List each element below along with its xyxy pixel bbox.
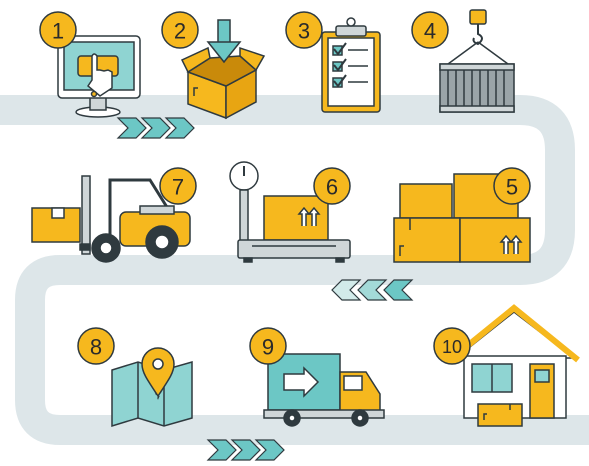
packing-box-icon (180, 19, 266, 120)
svg-text:6: 6 (326, 175, 338, 200)
map-location-icon (111, 347, 193, 428)
svg-text:1: 1 (52, 19, 64, 44)
online-order-icon (57, 35, 141, 118)
svg-text:10: 10 (442, 337, 462, 357)
step-badge: 6 (313, 167, 351, 205)
delivery-truck-icon (263, 353, 385, 427)
forklift-icon (31, 175, 191, 263)
svg-text:2: 2 (174, 19, 186, 44)
shipping-container-crane-icon (439, 9, 515, 113)
svg-text:3: 3 (298, 19, 310, 44)
svg-text:4: 4 (424, 19, 436, 44)
direction-arrows-left-middle (331, 279, 414, 301)
svg-text:7: 7 (172, 175, 184, 200)
step-badge: 7 (159, 167, 197, 205)
step-badge: 10 (433, 327, 471, 365)
step-badge: 2 (161, 11, 199, 49)
step-badge: 9 (249, 327, 287, 365)
svg-text:8: 8 (90, 335, 102, 360)
svg-text:5: 5 (506, 175, 518, 200)
direction-arrows-right-bottom (206, 439, 285, 461)
step-badge: 8 (77, 327, 115, 365)
road-path (0, 95, 589, 445)
direction-arrows-right-top (116, 117, 195, 139)
step-badge: 1 (39, 11, 77, 49)
weighing-scale-icon (229, 161, 351, 263)
step-badge: 5 (493, 167, 531, 205)
step-badge: 4 (411, 11, 449, 49)
house-delivery-icon (448, 304, 580, 427)
svg-text:9: 9 (262, 335, 274, 360)
step-badge: 3 (285, 11, 323, 49)
checklist-clipboard-icon (321, 17, 381, 113)
